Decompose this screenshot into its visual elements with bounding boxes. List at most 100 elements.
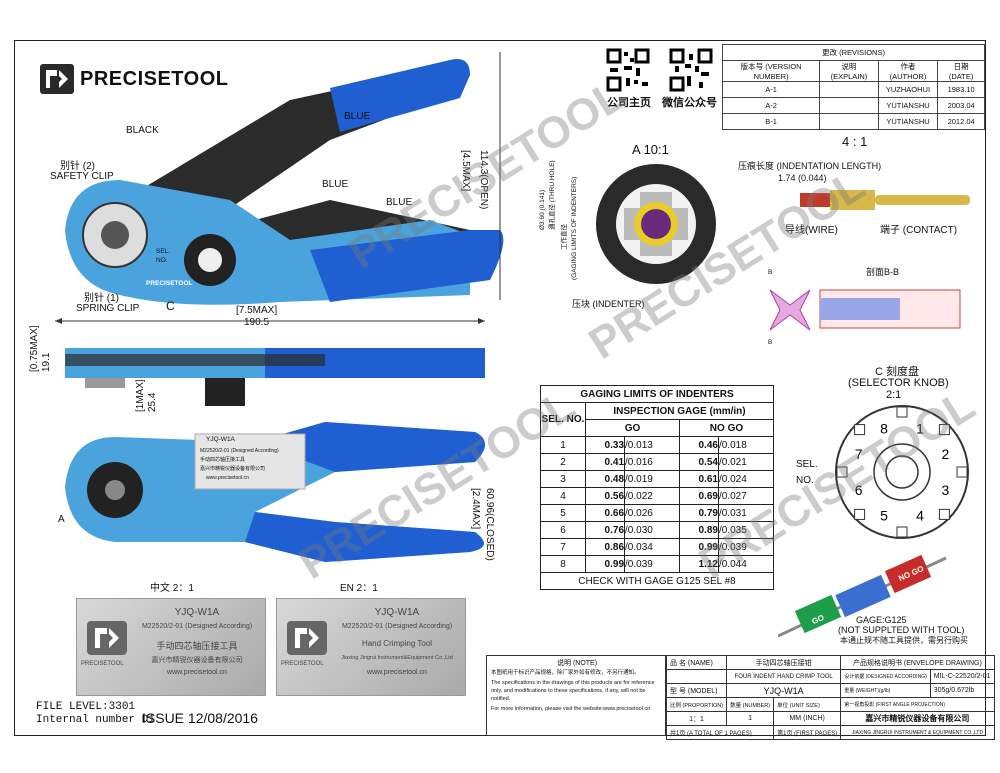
tb-total: 共1页 (A TOTAL OF 1 PAGES) (665, 725, 775, 740)
closed-lower-grip (245, 512, 484, 562)
plate-en-caption: EN 2：1 (340, 583, 378, 594)
revisions-title: 更改 (REVISIONS) (722, 44, 985, 61)
section-b-top: B (768, 269, 773, 276)
internal-number: Internal number D1 (36, 714, 155, 726)
detail-a-title: A 10:1 (632, 142, 669, 157)
rev-cell: YUTIANSHU (877, 97, 939, 114)
gage-cell-nogo-mm: 0.79 (678, 504, 719, 522)
gage-cell-sel: 3 (540, 470, 586, 488)
qr-wechat-icon (669, 48, 713, 92)
label-a: A (58, 514, 65, 525)
tool-logo-small: PRECISETOOL (146, 280, 193, 287)
rev-cell: 1983.10 (937, 81, 985, 98)
tb-design: MIL-C-22520/2-01 (929, 669, 995, 684)
knob-notch (896, 406, 908, 418)
section-b-bottom: B (768, 339, 773, 346)
tb-company-cn: 嘉兴市精锐仪器设备有限公司 (840, 711, 995, 726)
dim-thick-in: [0.75MAX] (29, 325, 40, 372)
plate-cn-name: 手动四芯轴压接工具 (156, 641, 238, 651)
dim-knob-mm: 25.4 (147, 392, 158, 412)
detail-41-title: 4 : 1 (842, 134, 868, 149)
dim-open-mm: 114.3(OPEN) (478, 150, 489, 210)
knob-notch (938, 508, 950, 520)
gage-cell-nogo-mm: 0.54 (678, 453, 719, 471)
dim-closed-in: [2.4MAX] (470, 488, 481, 530)
crimp-head-center (101, 221, 129, 249)
tb-spec-label: 产品规格说明书 (ENVELOPE DRAWING) (840, 655, 995, 670)
tool-open-drawing (65, 52, 504, 305)
tb-weight: 305g/0.672lb (929, 683, 995, 698)
gage-cell-nogo-in: /0.024 (717, 470, 775, 488)
gage-cell-go-in: /0.026 (624, 504, 680, 522)
gaging-table: GAGING LIMITS OF INDENTERS SEL. NO. INSP… (540, 385, 775, 590)
gage-cell-go-mm: 0.99 (584, 555, 626, 573)
rev-header-date: 日期 (DATE) (937, 60, 985, 82)
tb-prop: 1：1 (665, 711, 728, 726)
gage-cell-go-in: /0.013 (624, 436, 680, 454)
front-plate-line2: 手动四芯轴压接工具 (200, 457, 246, 463)
lower-blue-grip (310, 230, 504, 302)
plate-en-company: Jiaxing Jingrui Instrument&Equipment Co.… (341, 655, 453, 661)
plate-en-logo-icon (287, 621, 327, 655)
gage-go-header: GO (585, 419, 680, 437)
notes-box: 说明 (NOTE) 本图纸用于标识产品规格，除厂家外如有修改，不另行通知。 Th… (486, 655, 666, 736)
rev-cell (819, 81, 879, 98)
gage-cell-nogo-in: /0.027 (717, 487, 775, 505)
plate-en-logo: PRECISETOOL (281, 661, 324, 667)
tb-unit-label: 单位 (UNIT SIZE) (773, 697, 842, 712)
gage-cell-go-mm: 0.86 (584, 538, 626, 556)
gage-footer: CHECK WITH GAGE G125 SEL #8 (540, 572, 774, 590)
knob-notch (956, 466, 968, 478)
side-knob (205, 378, 245, 406)
knob-number: 8 (880, 421, 888, 437)
dim-closed-mm: 60.96(CLOSED) (484, 488, 495, 561)
gage-cell-nogo-in: /0.039 (717, 538, 775, 556)
nameplate-cn: YJQ-W1A M22520/2-01 (Designed According)… (76, 598, 266, 696)
wire-label: 导线(WIRE) (785, 225, 838, 236)
tb-name-en: FOUR INDENT HAND CRIMP TOOL (726, 669, 842, 684)
title-block-table: 品 名 (NAME) 手动四芯轴压接钳 产品规格说明书 (ENVELOPE DR… (665, 655, 995, 740)
qr-home-label: 公司主页 (607, 97, 651, 109)
front-plate-line4: www.precisetool.cn (206, 475, 249, 481)
label-blue-1: BLUE (344, 111, 371, 122)
gage-title: GAGING LIMITS OF INDENTERS (540, 385, 774, 403)
gage-cell-sel: 8 (540, 555, 586, 573)
gage-cell-nogo-mm: 0.61 (678, 470, 719, 488)
front-plate-line3: 嘉兴市精锐仪器设备有限公司 (200, 466, 266, 472)
tb-first: 第1页 (FIRST PAGES) (773, 725, 842, 740)
gage-cell-nogo-in: /0.018 (717, 436, 775, 454)
label-sel: SEL. (156, 248, 171, 255)
gage-inspection-header: INSPECTION GAGE (mm/in) (585, 402, 774, 420)
knob-number: 3 (942, 482, 950, 498)
dim-length-in: [7.5MAX] (236, 305, 278, 316)
tb-weight-label: 重量 (WEIGHT)(g/lb) (840, 683, 931, 698)
knob-notch (938, 424, 950, 436)
gage-label-1: GAGE:G125 (856, 615, 907, 625)
notes-en2: only, and modifications to these specifi… (491, 688, 646, 694)
notes-en3: notified. (491, 696, 511, 702)
knob-number: 2 (942, 446, 950, 462)
gage-cell-nogo-in: /0.031 (717, 504, 775, 522)
closed-upper-grip (255, 422, 485, 472)
rev-cell: YUZHAOHUI (877, 81, 939, 98)
gage-cell-go-mm: 0.66 (584, 504, 626, 522)
plate-en-model: YJQ-W1A (374, 607, 420, 618)
brand-name: PRECISETOOL (80, 67, 229, 90)
gage-cell-go-in: /0.039 (624, 555, 680, 573)
gage-cell-nogo-mm: 0.99 (678, 538, 719, 556)
gage-cell-go-mm: 0.76 (584, 521, 626, 539)
revisions-table: 更改 (REVISIONS) 版本号 (VERSION NUMBER) 说明 (… (721, 44, 985, 130)
label-black: BLACK (126, 125, 159, 136)
knob-notch (836, 466, 848, 478)
gage-cell-sel: 4 (540, 487, 586, 505)
gage-cell-go-in: /0.022 (624, 487, 680, 505)
knob-number: 1 (916, 421, 924, 437)
gage-cell-go-mm: 0.33 (584, 436, 626, 454)
gage-cell-go-in: /0.030 (624, 521, 680, 539)
notes-en1: The specifications in the drawings of th… (491, 680, 655, 686)
